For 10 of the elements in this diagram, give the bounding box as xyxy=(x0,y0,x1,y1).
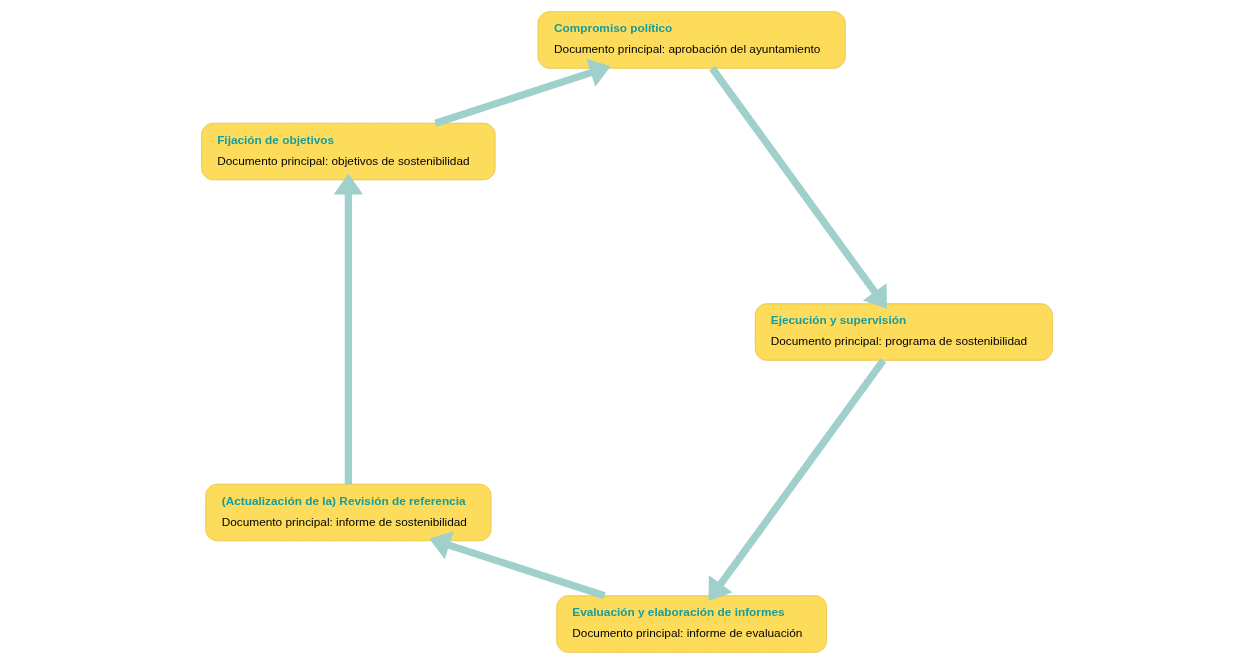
node-box: (Actualización de la) Revisión de referencia Documento principal: informe de sostenibilidad xyxy=(204,483,491,542)
arrow xyxy=(428,531,606,600)
node-box: Ejecución y supervisión Documento principal: programa de sostenibilidad xyxy=(754,303,1053,361)
node-box: Fijación de objetivos Documento principal: objetivos de sostenibilidad xyxy=(200,122,496,181)
arrow xyxy=(708,66,887,309)
arrow xyxy=(333,173,363,485)
arrow xyxy=(707,358,886,601)
arrow xyxy=(433,58,611,127)
node-box: Compromiso político Documento principal: aprobación del ayuntamiento xyxy=(537,11,846,69)
node-box: Evaluación y elaboración de informes Documento principal: informe de evaluación xyxy=(555,595,827,653)
